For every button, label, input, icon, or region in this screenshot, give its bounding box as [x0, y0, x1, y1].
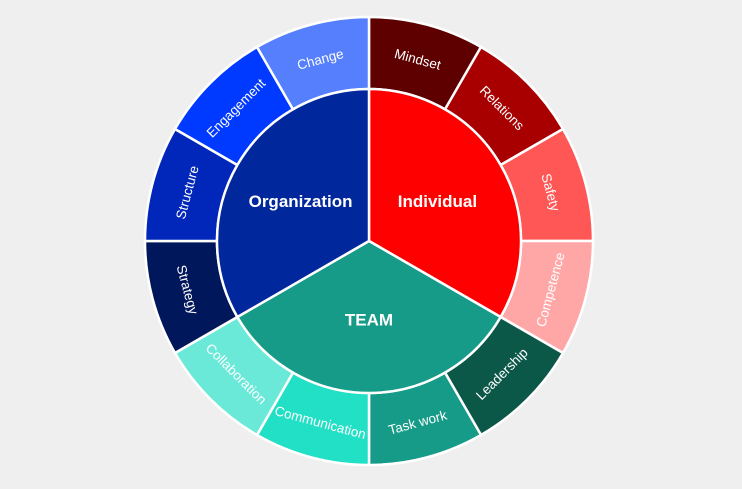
inner-sector-team: [235, 239, 503, 395]
inner-ring: [215, 87, 523, 395]
outer-ring: [143, 15, 595, 467]
group-label-organization: Organization: [249, 192, 353, 211]
group-label-individual: Individual: [398, 192, 477, 211]
inner-sector-individual: [367, 87, 523, 319]
inner-sector-organization: [215, 87, 371, 319]
group-label-team: TEAM: [345, 311, 393, 330]
